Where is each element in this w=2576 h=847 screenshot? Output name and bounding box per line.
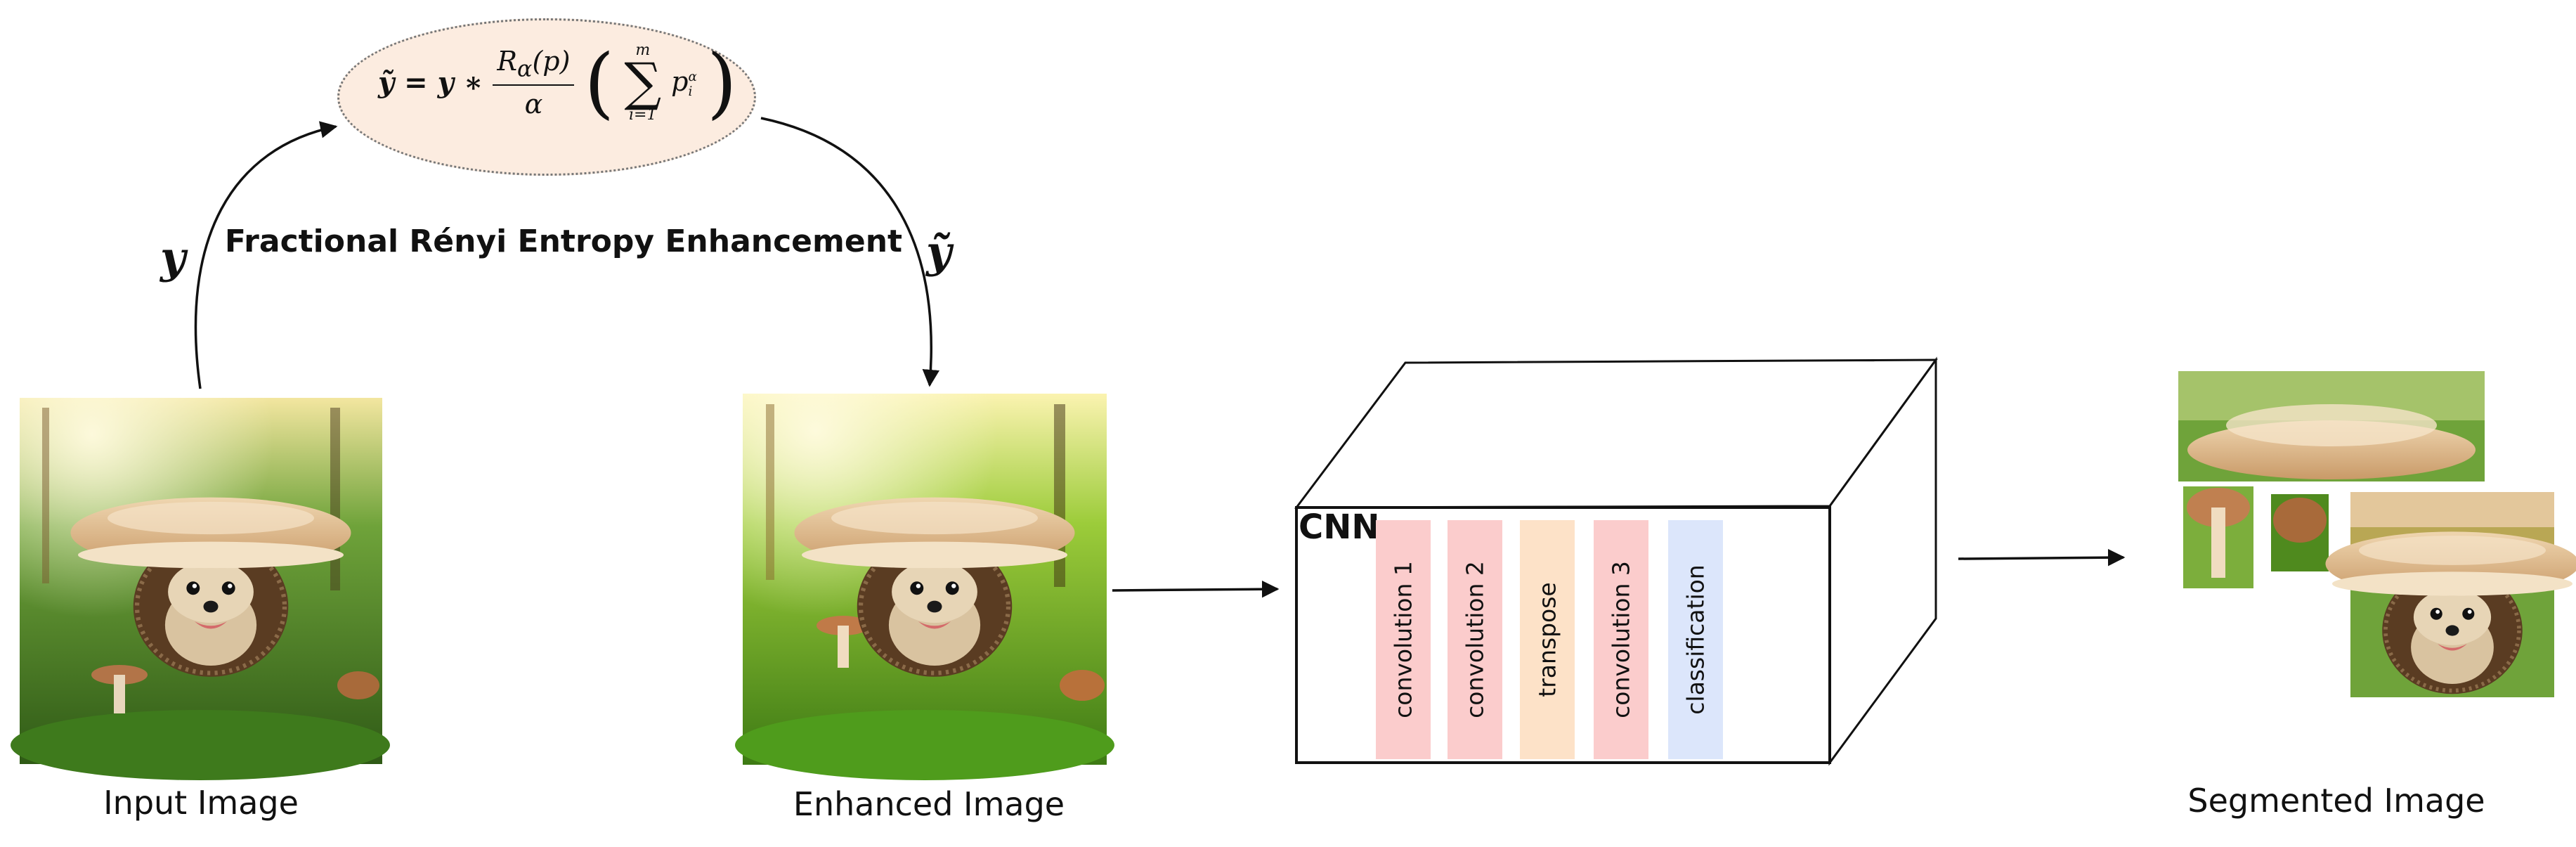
cnn-layer-label: convolution 3 bbox=[1607, 561, 1635, 718]
cnn-title: CNN bbox=[1299, 507, 1380, 547]
cnn-layer-label: transpose bbox=[1533, 582, 1561, 697]
input-image bbox=[11, 398, 390, 780]
arrow-to-segmented bbox=[1958, 548, 2126, 567]
term-sup: α bbox=[688, 69, 697, 84]
frac-num-sub: α bbox=[517, 56, 533, 82]
cnn-layer-label: convolution 1 bbox=[1389, 561, 1417, 718]
formula-fraction: Rα(p) α bbox=[493, 45, 575, 120]
segmented-caption: Segmented Image bbox=[2187, 782, 2485, 820]
enhanced-image bbox=[735, 394, 1114, 780]
segment-mushroom-cap bbox=[2178, 371, 2485, 481]
enhanced-caption: Enhanced Image bbox=[793, 785, 1065, 823]
arrow-to-cnn bbox=[1112, 580, 1280, 598]
cnn-layer-label: classification bbox=[1681, 564, 1710, 715]
sum-bottom: i=1 bbox=[629, 105, 657, 124]
arrow-to-formula bbox=[194, 121, 338, 389]
cnn-layer-conv1: convolution 1 bbox=[1376, 520, 1431, 759]
term-base: p bbox=[671, 66, 689, 98]
input-symbol: y bbox=[160, 232, 186, 283]
segment-small-mushroom bbox=[2183, 486, 2253, 588]
frac-num-arg: (p) bbox=[532, 45, 571, 77]
formula-lhs: ỹ = y ∗ bbox=[378, 65, 483, 99]
cnn-layer-conv2: convolution 2 bbox=[1448, 520, 1502, 759]
arrow-to-enhanced bbox=[760, 117, 939, 387]
segment-hedgehog bbox=[2326, 492, 2576, 697]
formula-sum: m ∑ i=1 bbox=[624, 41, 662, 124]
frac-num: R bbox=[497, 45, 518, 77]
enhancement-title: Fractional Rényi Entropy Enhancement bbox=[224, 224, 903, 259]
cnn-layer-classification: classification bbox=[1668, 520, 1723, 759]
sum-top: m bbox=[635, 41, 651, 59]
output-symbol: ỹ bbox=[926, 226, 952, 278]
term-sub: i bbox=[688, 84, 693, 99]
segment-round-mushroom bbox=[2271, 494, 2329, 571]
cnn-layer-conv3: convolution 3 bbox=[1594, 520, 1648, 759]
input-caption: Input Image bbox=[103, 784, 299, 822]
frac-den: α bbox=[524, 89, 543, 120]
cnn-layer-label: convolution 2 bbox=[1461, 561, 1489, 718]
cnn-layer-transpose: transpose bbox=[1520, 520, 1575, 759]
